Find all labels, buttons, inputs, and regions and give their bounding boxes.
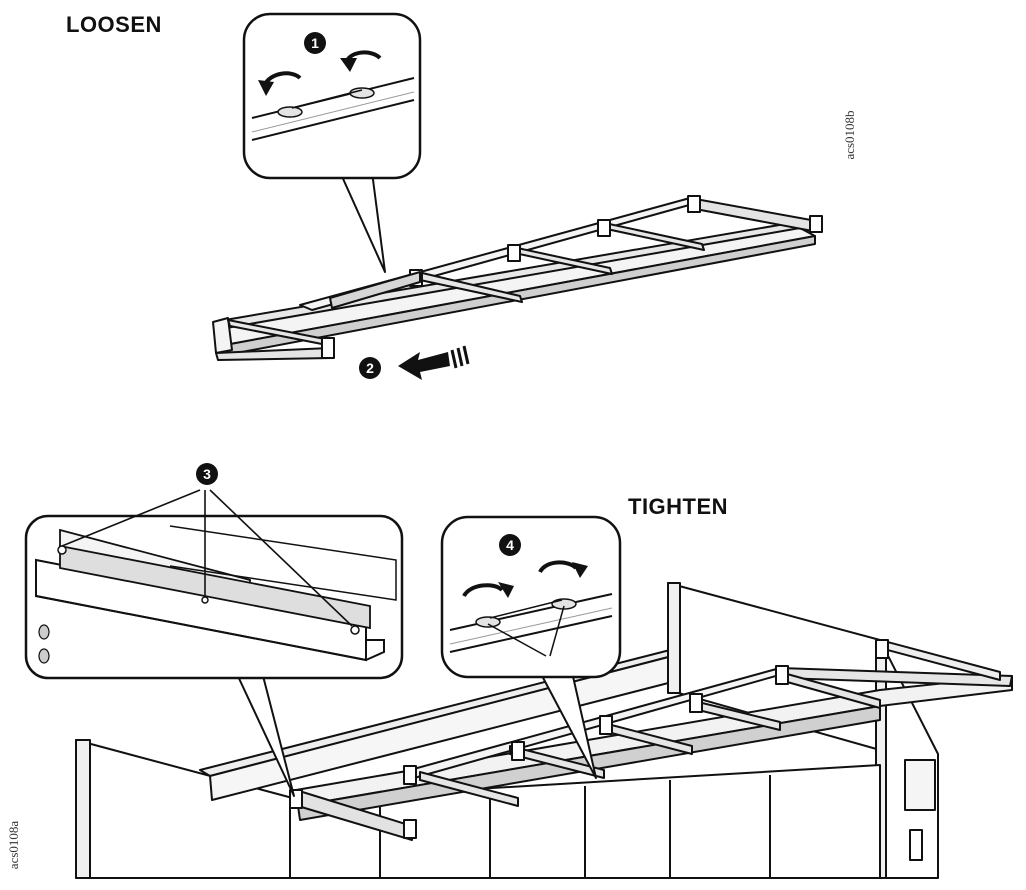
bolts-detail-inset [24, 489, 404, 797]
loosen-label: LOOSEN [66, 12, 162, 37]
bottom-frame [289, 639, 1013, 841]
figure-code-top: acs0108b [842, 110, 857, 160]
callout-1: 1 [304, 32, 326, 54]
tighten-detail-inset [440, 515, 622, 779]
callout-4: 4 [499, 534, 521, 556]
callout-2: 2 [359, 357, 381, 379]
top-frame [212, 195, 823, 361]
tighten-label: TIGHTEN [628, 494, 729, 519]
loosen-detail-inset [242, 12, 422, 273]
push-arrow-icon [398, 345, 470, 380]
figure-code-bottom: acs0108a [6, 820, 21, 870]
callout-3: 3 [196, 463, 218, 485]
